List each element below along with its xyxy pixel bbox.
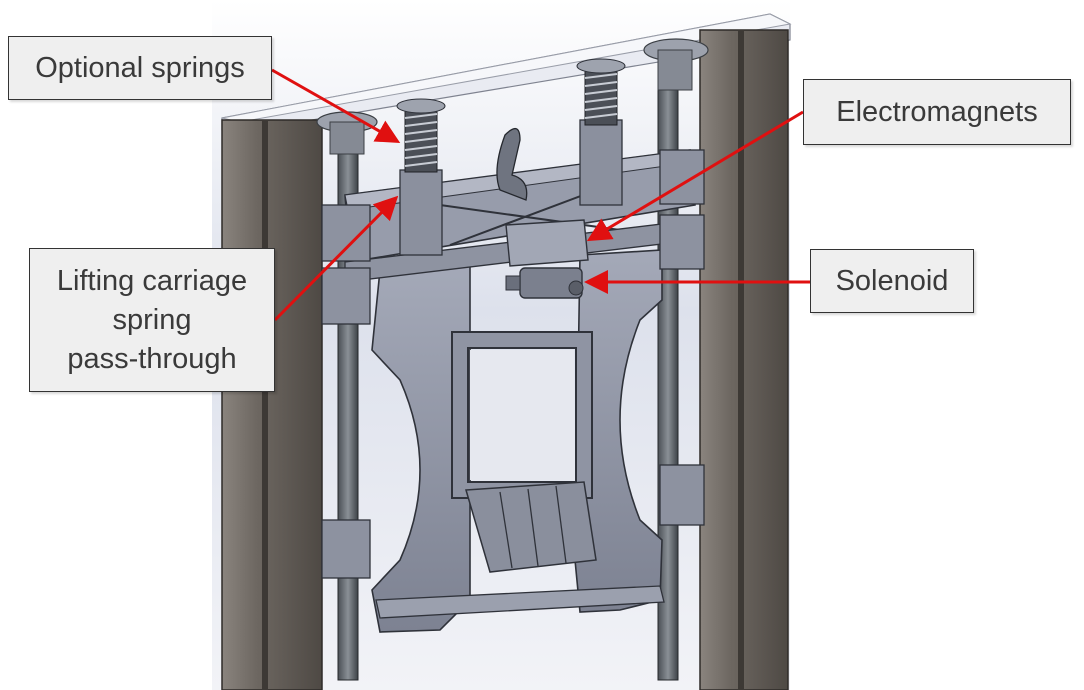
arrow-electromagnets (586, 110, 804, 242)
callout-lifting-carriage-line-1: Lifting carriage (56, 264, 248, 297)
callout-arrows (271, 68, 810, 322)
callout-solenoid-label: Solenoid (835, 265, 949, 297)
spring-assembly-right (576, 58, 626, 206)
electromagnet-block (505, 219, 589, 267)
callout-lifting-carriage-line-3: pass-through (67, 342, 237, 375)
callout-electromagnets-label: Electromagnets (836, 96, 1038, 128)
top-beam (221, 13, 792, 133)
solenoid-unit (505, 267, 584, 299)
callout-lifting-carriage: Lifting carriage spring pass-through (29, 248, 275, 392)
callout-optional-springs-label: Optional springs (35, 52, 245, 84)
callout-lifting-carriage-line-2: spring (112, 303, 192, 336)
lifting-hook (496, 128, 528, 201)
callout-optional-springs: Optional springs (8, 36, 272, 100)
spring-assembly-left (396, 98, 446, 256)
left-upright-post (221, 119, 323, 690)
right-upright-post (699, 29, 789, 690)
arrow-lifting-carriage (273, 195, 399, 322)
arrow-optional-springs (271, 68, 401, 143)
callout-electromagnets: Electromagnets (803, 79, 1071, 145)
callout-solenoid: Solenoid (810, 249, 974, 313)
